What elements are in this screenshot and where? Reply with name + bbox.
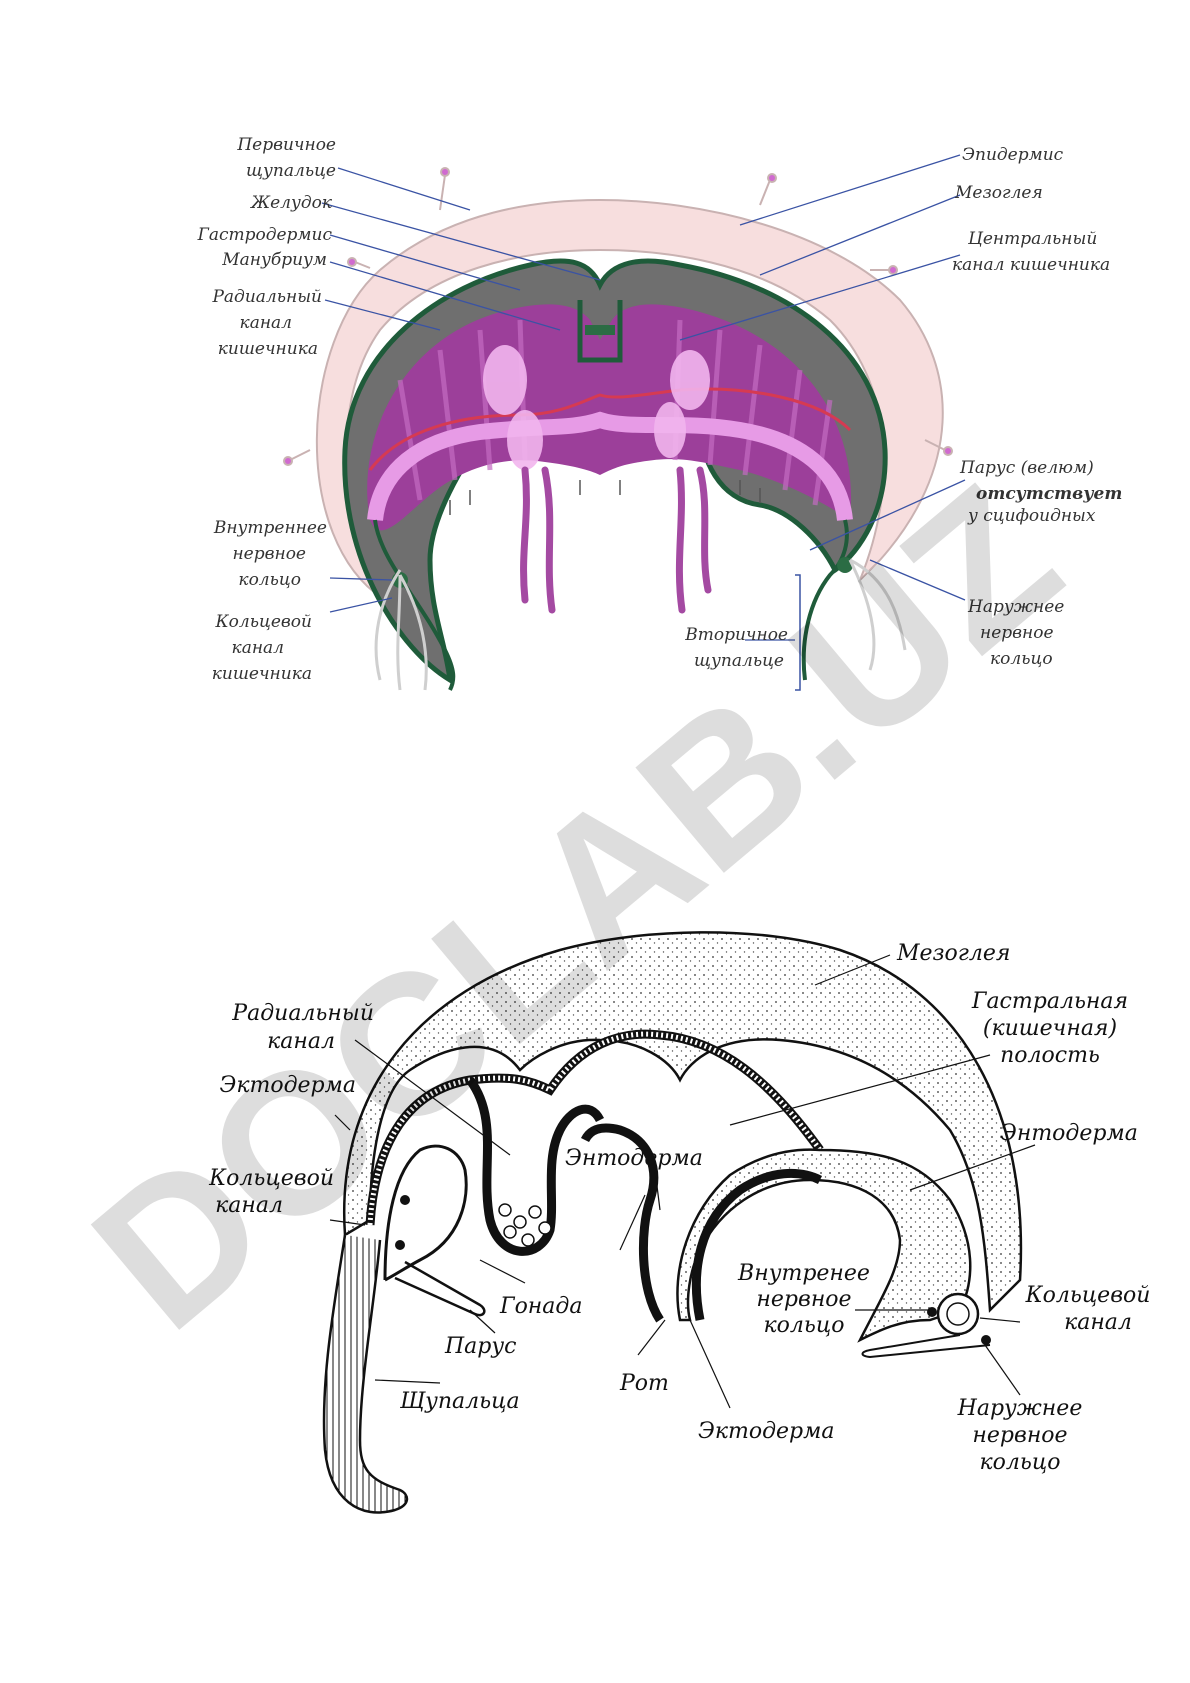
label-gastral-cavity: Гастральная(кишечная)полость	[971, 989, 1128, 1068]
medusa-color-diagram	[283, 167, 953, 691]
endoderm-arch-inner	[367, 1031, 823, 1226]
inner-tentacle-fringe	[449, 480, 761, 515]
label-manubrium: Манубриум	[221, 250, 327, 270]
manubrium	[577, 300, 623, 363]
label-ectoderm-left: Эктодерма	[220, 1073, 356, 1098]
gonad-cells	[498, 1203, 552, 1247]
outer-nerve-ring-right	[981, 1335, 991, 1345]
bottom-leader-lines	[329, 954, 1036, 1409]
gonad-loop	[466, 1077, 605, 1256]
label-tentacles: Щупальца	[399, 1389, 520, 1414]
label-mesoglea: Мезоглея	[954, 183, 1043, 203]
gonads	[483, 345, 710, 470]
label-velum-bottom: Парус	[444, 1334, 516, 1359]
label-stomach: Желудок	[250, 193, 333, 213]
ring-canal-right	[936, 1292, 980, 1336]
secondary-tentacles	[374, 558, 907, 691]
secondary-tentacle-bracket	[795, 574, 801, 691]
label-ectoderm-bottom: Эктодерма	[698, 1419, 834, 1444]
inner-nerve-ring-left	[400, 1195, 410, 1205]
velum-right	[861, 1334, 991, 1359]
label-gastrodermis: Гастродермис	[197, 225, 333, 245]
label-endoderm-center: Энтодерма	[565, 1146, 703, 1171]
label-endoderm-right: Энтодерма	[1000, 1121, 1138, 1146]
medusa-section-diagram	[322, 931, 1023, 1514]
velum-left	[394, 1260, 486, 1317]
right-bell-margin	[676, 1148, 972, 1343]
tentacle	[322, 1234, 409, 1514]
primary-tentacles	[283, 167, 953, 466]
red-ring-canal	[368, 387, 852, 471]
oral-arms	[520, 466, 712, 614]
label-gonad: Гонада	[499, 1294, 582, 1319]
right-margin-canal	[801, 519, 849, 681]
mesoglea-dome	[342, 931, 1023, 1313]
top-leader-lines	[321, 154, 966, 641]
manubrium-left	[580, 1123, 664, 1323]
left-margin-canal	[373, 519, 456, 691]
pink-canal-band	[367, 411, 853, 522]
label-mesoglea-bottom: Мезоглея	[896, 941, 1011, 966]
label-epidermis: Эпидермис	[962, 145, 1064, 165]
inner-nerve-ring-right	[927, 1307, 937, 1317]
label-mouth: Рот	[619, 1371, 669, 1396]
bell-epidermis	[315, 198, 944, 601]
manubrium-mouth	[585, 325, 615, 335]
manubrium-right-lobe	[691, 1168, 823, 1321]
left-inner-chamber	[383, 1144, 468, 1282]
